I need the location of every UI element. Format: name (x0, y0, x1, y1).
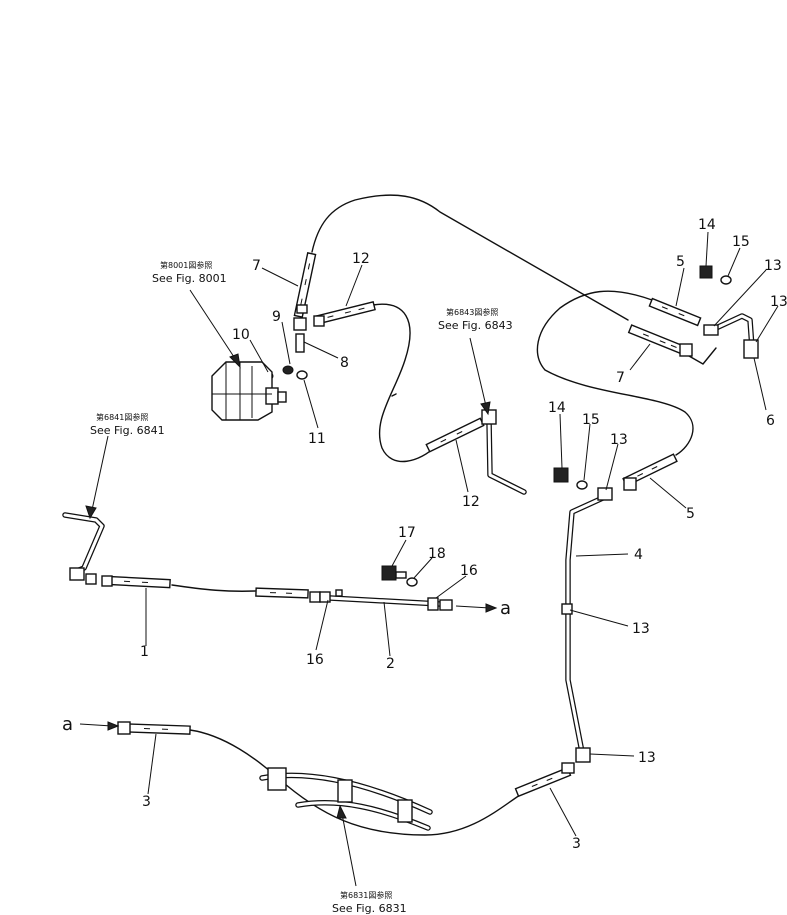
part-label-13-far-right: 13 (770, 294, 787, 310)
hose-1 (105, 575, 171, 589)
part-label-5-top: 5 (676, 254, 685, 270)
hose-1-end (255, 587, 309, 599)
hose-7-right (627, 324, 689, 356)
hose-5-upper (648, 297, 702, 327)
connector-a-out: a (500, 598, 511, 619)
part-label-10: 10 (232, 327, 250, 343)
leader-lines (145, 231, 779, 837)
part-label-11: 11 (308, 431, 326, 447)
ref-8001-jp: 第8001図参照 (160, 260, 212, 270)
part-label-5-lower: 5 (686, 506, 695, 522)
part-label-13-bottom: 13 (638, 750, 656, 766)
hoses (105, 252, 702, 798)
part-label-13-pipe: 13 (632, 621, 650, 637)
ref-8001-en: See Fig. 8001 (152, 272, 227, 285)
part-label-9: 9 (272, 309, 281, 325)
hose-12-lower (425, 417, 485, 453)
hose-routing-lines (171, 194, 717, 836)
part-label-6: 6 (766, 413, 775, 429)
part-label-3-right: 3 (572, 836, 581, 852)
part-label-7-right: 7 (616, 370, 625, 386)
part-label-17: 17 (398, 525, 416, 541)
ref-6831-jp: 第6831図参照 (340, 890, 392, 900)
part-label-3-left: 3 (142, 794, 151, 810)
hose-3-left (125, 723, 191, 735)
part-label-1: 1 (140, 644, 149, 660)
ref-6841-en: See Fig. 6841 (90, 424, 165, 437)
fittings (69, 265, 759, 823)
ref-6841-jp: 第6841図参照 (96, 412, 148, 422)
part-label-12-top: 12 (352, 251, 370, 267)
part-label-15-top: 15 (732, 234, 750, 250)
part-label-7-left: 7 (252, 258, 261, 274)
part-label-14-top: 14 (698, 217, 716, 233)
ref-6831-en: See Fig. 6831 (332, 902, 407, 915)
part-label-8: 8 (340, 355, 349, 371)
connector-letters: a a (62, 598, 511, 735)
reference-arrows (79, 289, 498, 887)
hose-7-left (293, 252, 317, 318)
figure-references: 第8001図参照 See Fig. 8001 第6843図参照 See Fig.… (90, 260, 513, 915)
part-label-18: 18 (428, 546, 446, 562)
part-label-13-top-right: 13 (764, 258, 782, 274)
part-label-16-right: 16 (460, 563, 478, 579)
ref-6843-jp: 第6843図参照 (446, 307, 498, 317)
hydraulic-pump-illustration (211, 361, 287, 421)
part-label-12-lower: 12 (462, 494, 480, 510)
connector-a-in: a (62, 714, 73, 735)
part-label-15-lower: 15 (582, 412, 600, 428)
part-label-14-lower: 14 (548, 400, 566, 416)
part-label-2: 2 (386, 656, 395, 672)
ref-6843-en: See Fig. 6843 (438, 319, 513, 332)
part-label-13-mid: 13 (610, 432, 628, 448)
part-label-4: 4 (634, 547, 643, 563)
part-label-16-lower: 16 (306, 652, 324, 668)
part-labels: 1 2 3 3 4 5 5 6 7 7 8 9 10 11 12 12 13 1… (140, 217, 787, 852)
